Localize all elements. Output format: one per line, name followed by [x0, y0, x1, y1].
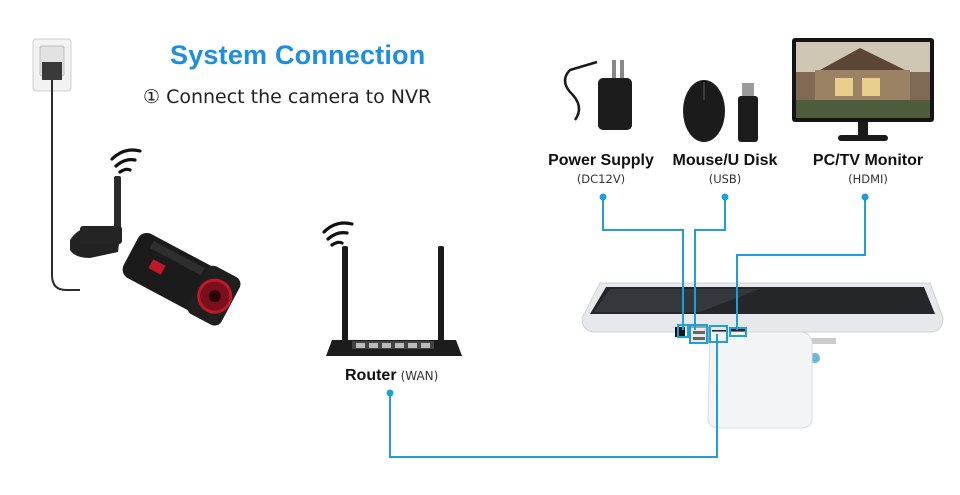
- hdmi-connector: [736, 197, 866, 330]
- port-highlights: [677, 324, 747, 344]
- router-name: Router: [345, 367, 397, 384]
- router-label: Router(WAN): [345, 367, 438, 385]
- step-instruction: ① Connect the camera to NVR: [143, 86, 432, 108]
- nvr-icon: [581, 282, 944, 429]
- wan-connector: [389, 334, 718, 458]
- connector-dots: [386, 193, 869, 397]
- diagram-title: System Connection: [170, 40, 426, 70]
- usb-connector: [694, 197, 726, 330]
- monitor-icon: [792, 38, 934, 141]
- power-connector: [602, 197, 684, 330]
- router-wifi-icon: [322, 221, 354, 247]
- power-adapter-icon: [563, 60, 632, 130]
- power-supply-label: Power Supply: [548, 152, 654, 169]
- monitor-label: PC/TV Monitor: [812, 152, 924, 169]
- usb-disk-icon: [738, 83, 758, 142]
- camera-icon: [70, 176, 241, 326]
- router-sub: (WAN): [400, 369, 439, 383]
- mouse-icon: [683, 80, 725, 142]
- plug-icon: [32, 38, 80, 291]
- wifi-icon: [110, 148, 142, 174]
- power-supply-sub: (DC12V): [576, 172, 626, 186]
- connector-lines: [389, 197, 866, 458]
- router-icon: [326, 246, 462, 356]
- mouse-udisk-label: Mouse/U Disk: [672, 152, 778, 169]
- monitor-sub: (HDMI): [848, 172, 888, 186]
- mouse-udisk-sub: (USB): [708, 172, 742, 186]
